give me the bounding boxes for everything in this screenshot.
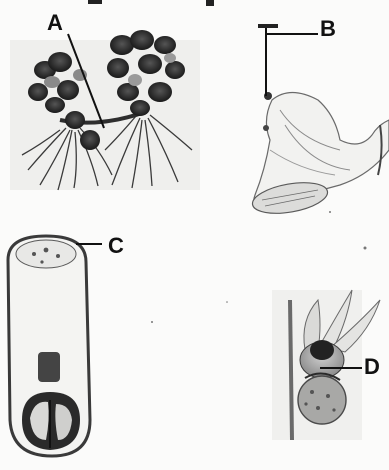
panel-a-plant	[10, 30, 200, 190]
header-marks	[88, 0, 214, 6]
label-d: D	[364, 356, 380, 378]
panel-c-capsule	[8, 236, 102, 456]
panel-b-leaf	[250, 24, 389, 218]
label-a: A	[47, 12, 63, 34]
label-b: B	[320, 18, 336, 40]
label-c: C	[108, 235, 124, 257]
